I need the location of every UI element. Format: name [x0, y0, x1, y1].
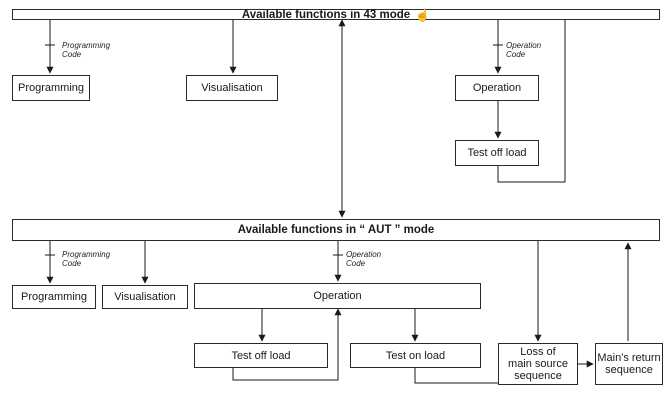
test-on-load-box[interactable]: Test on load [350, 343, 481, 368]
programming-box-top[interactable]: Programming [12, 75, 90, 101]
visualisation-box-aut[interactable]: Visualisation [102, 285, 188, 309]
test-off-load-box-aut[interactable]: Test off load [194, 343, 328, 368]
test-off-load-box-top[interactable]: Test off load [455, 140, 539, 166]
header-aut-mode: Available functions in “ AUT ” mode [12, 219, 660, 241]
programming-code-label-top: Programming Code [62, 41, 111, 59]
operation-box-aut[interactable]: Operation [194, 283, 481, 309]
return-line-test-off-load-aut [232, 308, 342, 381]
programming-code-label-aut: Programming Code [62, 250, 111, 268]
hand-pointer-icon: ☝ [415, 7, 431, 22]
header-aut-mode-title: Available functions in “ AUT ” mode [237, 224, 435, 236]
operation-box-top[interactable]: Operation [455, 75, 539, 101]
operation-code-label-top: Operation Code [506, 41, 542, 59]
visualisation-box-top[interactable]: Visualisation [186, 75, 278, 101]
loss-of-main-source-box[interactable]: Loss of main source sequence [498, 343, 578, 385]
return-line-test-off-load-top [497, 18, 566, 183]
mains-return-box[interactable]: Main's return sequence [595, 343, 663, 385]
programming-box-aut[interactable]: Programming [12, 285, 96, 309]
header-43-mode: Available functions in 43 mode ☝ [12, 7, 660, 22]
operation-code-label-aut: Operation Code [346, 250, 382, 268]
header-43-mode-title: Available functions in 43 mode [241, 8, 411, 21]
